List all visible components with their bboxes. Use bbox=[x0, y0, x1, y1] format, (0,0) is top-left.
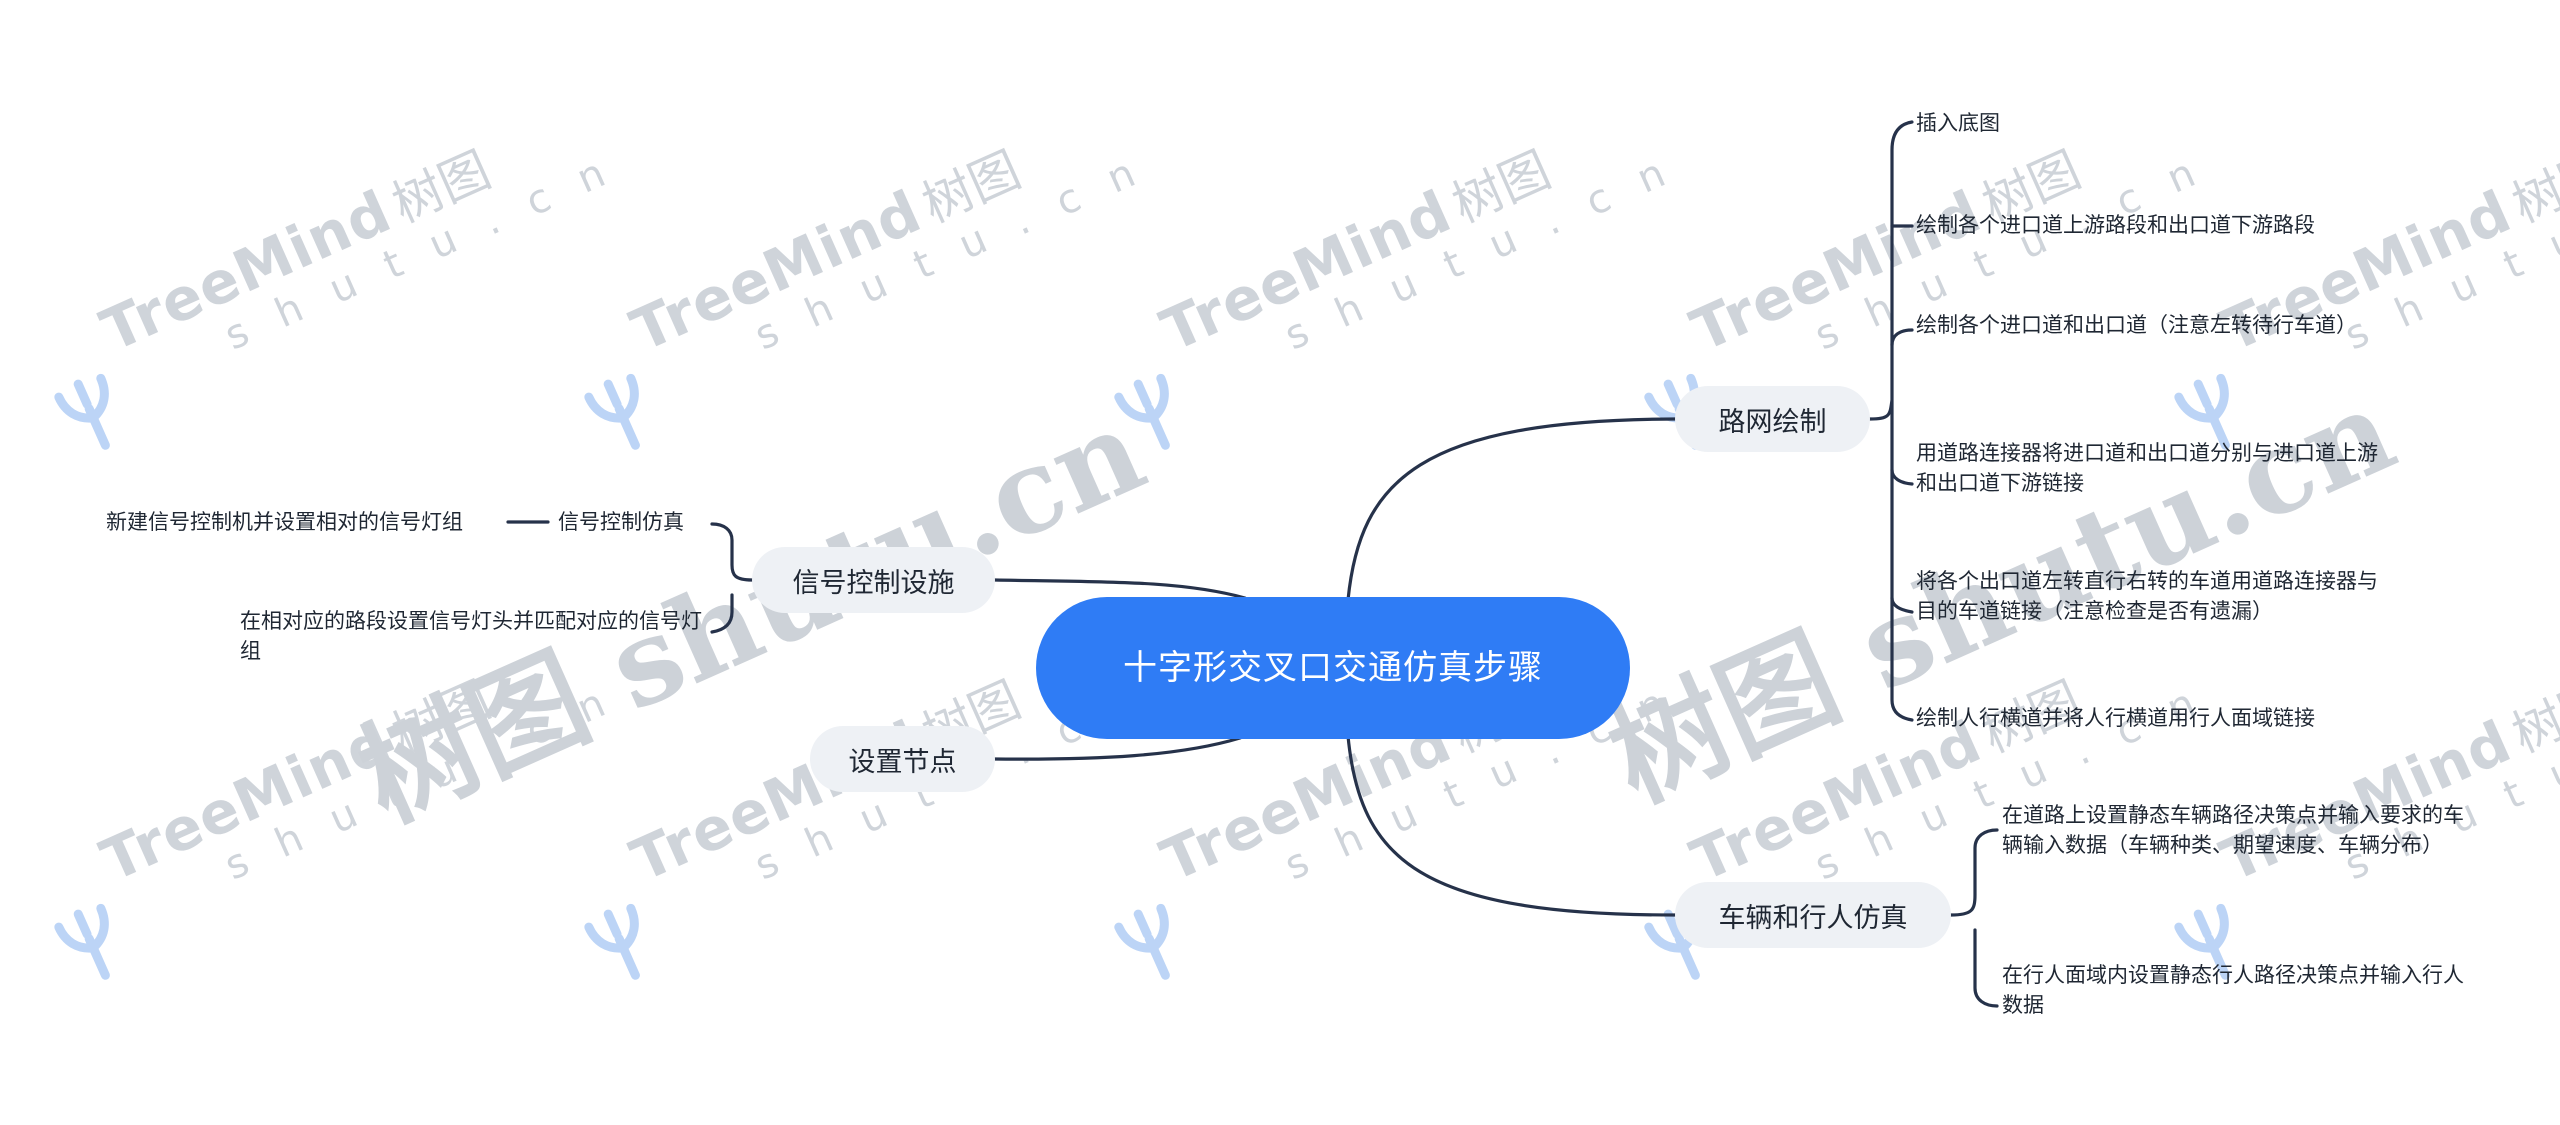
leaf-label: 新建信号控制机并设置相对的信号灯组 bbox=[106, 510, 463, 534]
connector-root-signal bbox=[993, 578, 1247, 600]
leaf-road-network-6[interactable]: 绘制人行横道并将人行横道用行人面域链接 bbox=[1916, 703, 2416, 733]
leaf-road-network-2[interactable]: 绘制各个进口道上游路段和出口道下游路段 bbox=[1916, 210, 2416, 240]
leaf-label: 插入底图 bbox=[1916, 111, 2000, 135]
leaf-label: 将各个出口道左转直行右转的车道用道路连接器与目的车道链接（注意检查是否有遗漏） bbox=[1916, 569, 2378, 623]
leaf-label: 信号控制仿真 bbox=[558, 510, 684, 534]
leaf-road-network-4[interactable]: 用道路连接器将进口道和出口道分别与进口道上游和出口道下游链接 bbox=[1916, 438, 2386, 498]
branch-set-nodes[interactable]: 设置节点 bbox=[810, 726, 995, 792]
root-label: 十字形交叉口交通仿真步骤 bbox=[1123, 648, 1543, 688]
connector-root-road-network bbox=[1346, 417, 1677, 602]
connector-root-set-nodes bbox=[993, 736, 1242, 761]
branch-vehicle-pedestrian[interactable]: 车辆和行人仿真 bbox=[1675, 882, 1951, 948]
leaf-signal-2[interactable]: 在相对应的路段设置信号灯头并匹配对应的信号灯组 bbox=[240, 606, 710, 666]
leaf-label: 绘制各个进口道上游路段和出口道下游路段 bbox=[1916, 213, 2315, 237]
leaf-label: 用道路连接器将进口道和出口道分别与进口道上游和出口道下游链接 bbox=[1916, 441, 2378, 495]
leaf-label: 绘制各个进口道和出口道（注意左转待行车道） bbox=[1916, 313, 2357, 337]
bracket-road-network bbox=[1868, 120, 1914, 722]
branch-road-network[interactable]: 路网绘制 bbox=[1675, 386, 1870, 452]
branch-signal-control[interactable]: 信号控制设施 bbox=[752, 547, 995, 613]
leaf-label: 在行人面域内设置静态行人路径决策点并输入行人数据 bbox=[2002, 963, 2464, 1017]
leaf-road-network-1[interactable]: 插入底图 bbox=[1916, 108, 2396, 138]
subnode-signal-simulation[interactable]: 信号控制仿真 bbox=[558, 507, 684, 537]
leaf-road-network-3[interactable]: 绘制各个进口道和出口道（注意左转待行车道） bbox=[1916, 310, 2386, 340]
leaf-vehicle-2[interactable]: 在行人面域内设置静态行人路径决策点并输入行人数据 bbox=[2002, 960, 2472, 1020]
leaf-vehicle-1[interactable]: 在道路上设置静态车辆路径决策点并输入要求的车辆输入数据（车辆种类、期望速度、车辆… bbox=[2002, 800, 2472, 860]
branch-label: 设置节点 bbox=[848, 746, 957, 778]
connector-root-vehicle bbox=[1346, 734, 1677, 917]
leaf-signal-sub-child[interactable]: 新建信号控制机并设置相对的信号灯组 bbox=[106, 507, 463, 537]
leaf-label: 在相对应的路段设置信号灯头并匹配对应的信号灯组 bbox=[240, 609, 702, 663]
branch-label: 车辆和行人仿真 bbox=[1718, 902, 1908, 934]
leaf-label: 在道路上设置静态车辆路径决策点并输入要求的车辆输入数据（车辆种类、期望速度、车辆… bbox=[2002, 803, 2464, 857]
root-node[interactable]: 十字形交叉口交通仿真步骤 bbox=[1036, 597, 1630, 739]
bracket-vehicle bbox=[1949, 828, 1999, 1008]
branch-label: 路网绘制 bbox=[1718, 406, 1827, 438]
leaf-road-network-5[interactable]: 将各个出口道左转直行右转的车道用道路连接器与目的车道链接（注意检查是否有遗漏） bbox=[1916, 566, 2386, 626]
leaf-label: 绘制人行横道并将人行横道用行人面域链接 bbox=[1916, 706, 2315, 730]
branch-label: 信号控制设施 bbox=[792, 567, 955, 599]
bracket-signal bbox=[710, 522, 754, 634]
